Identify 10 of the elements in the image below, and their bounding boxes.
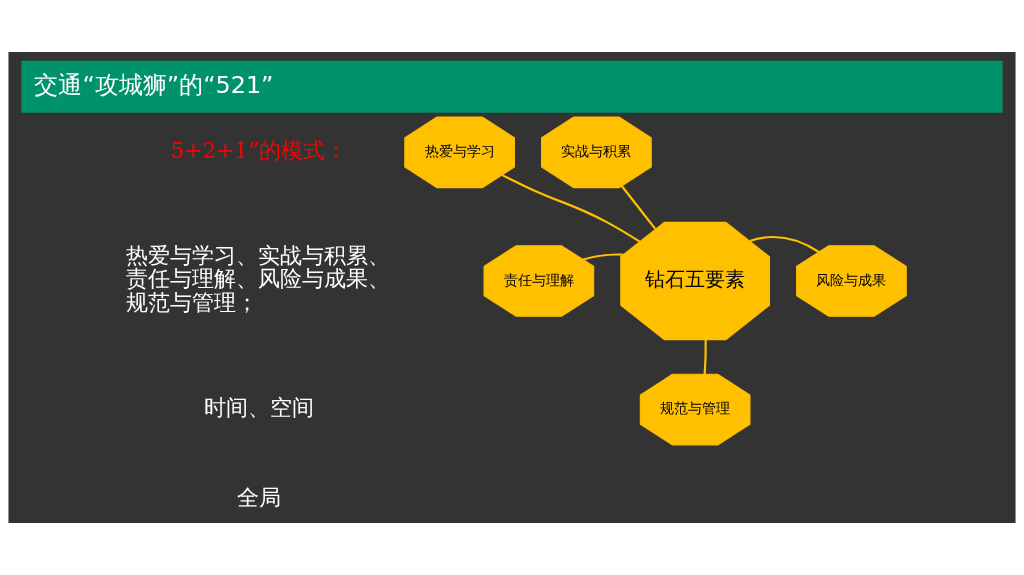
diagram-title: 交通“攻城狮”的“521” (34, 70, 274, 99)
connector (749, 235, 820, 253)
label: 时间、空间 (203, 395, 314, 421)
connector (703, 339, 707, 375)
connector (620, 185, 657, 230)
connector (582, 253, 623, 261)
label: 热爱与学习、实战与积累、责任与理解、风险与成果、规范与管理； (126, 242, 391, 316)
label: 5+2+1”的模式： (170, 137, 348, 163)
label: 全局 (236, 484, 281, 510)
connector (501, 174, 641, 243)
